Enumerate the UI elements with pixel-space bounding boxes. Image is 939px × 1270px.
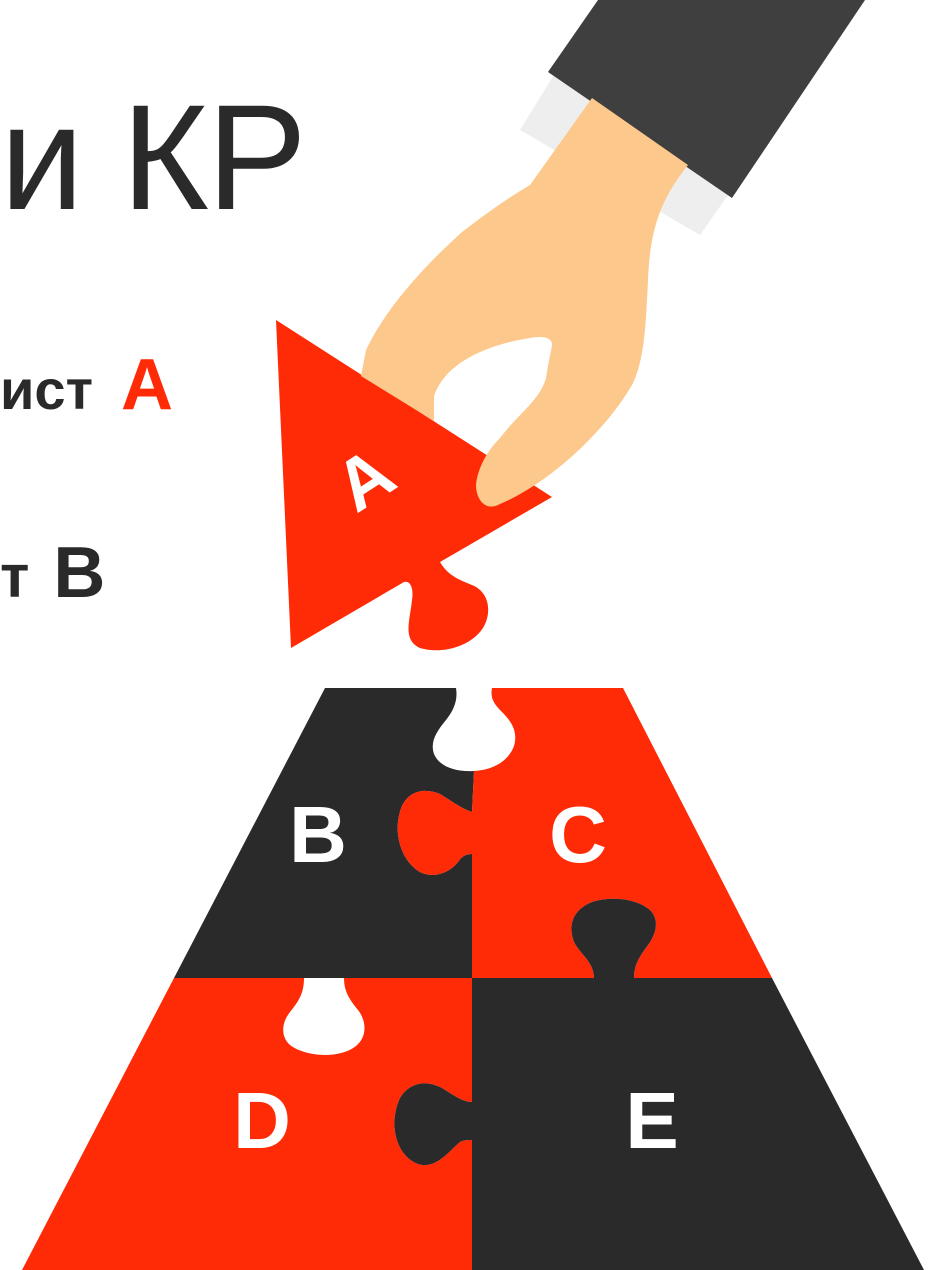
piece-e-label: E [625,1076,678,1165]
piece-d-label: D [233,1076,291,1165]
piece-b-label: B [289,790,347,879]
piece-c-label: C [549,790,607,879]
